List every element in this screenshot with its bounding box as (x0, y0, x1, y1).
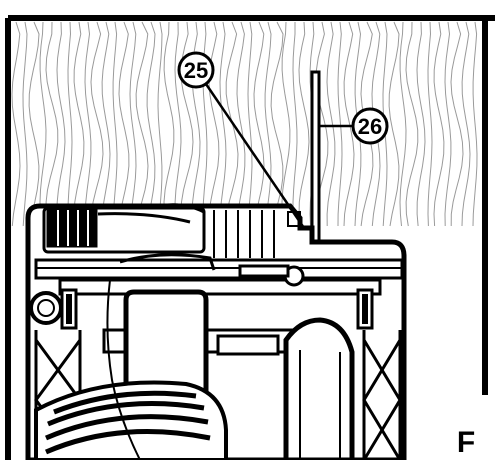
wood-grain-line (45, 21, 59, 227)
wood-grain-line (39, 21, 47, 227)
callout-25-leader (204, 83, 306, 229)
wood-grain-line (343, 21, 355, 227)
wood-grain-line (129, 21, 137, 227)
wood-board (11, 21, 481, 239)
wood-grain-line (292, 22, 298, 227)
wood-grain-line (236, 21, 246, 227)
wood-grain-line (405, 21, 419, 227)
saw-body (25, 203, 407, 460)
wood-grain-line (472, 21, 478, 227)
wood-grain-line (247, 21, 253, 227)
handle-ridges (45, 390, 211, 455)
callout-26-circle (351, 107, 389, 145)
wood-grain-line (444, 21, 452, 227)
wood-grain-line (90, 21, 104, 227)
wood-grain-line (298, 21, 310, 227)
wood-grain-lines (11, 21, 478, 227)
wood-grain-line (219, 21, 227, 227)
power-cord (106, 279, 141, 460)
wood-grain-line (281, 21, 291, 227)
wood-grain-line (67, 21, 73, 227)
pivot-latch (119, 253, 305, 287)
wood-grain-line (433, 21, 445, 227)
wood-grain-line (180, 21, 194, 227)
wood-grain-line (450, 21, 464, 227)
wood-grain-line (253, 21, 265, 227)
right-truss (362, 330, 402, 460)
straightedge (310, 70, 321, 244)
wood-grain-line (264, 21, 272, 227)
callout-25: 25 (177, 51, 215, 89)
wood-grain-line (22, 21, 28, 227)
callout-25-circle (177, 51, 215, 89)
wood-grain-line (73, 21, 85, 227)
wood-grain-line (157, 21, 163, 227)
wood-grain-line (388, 21, 400, 227)
callout-26-label: 26 (358, 114, 382, 139)
figure-letter: F (457, 426, 475, 459)
wood-grain-line (135, 21, 149, 227)
wood-grain-line (56, 21, 66, 227)
wood-grain-line (163, 21, 175, 227)
wood-grain-line (146, 21, 156, 227)
wood-grain-line (461, 21, 471, 227)
wood-grain-line (28, 21, 40, 227)
wood-grain-line (112, 21, 118, 227)
guard-cover (42, 203, 206, 254)
wood-grain-line (174, 21, 182, 227)
wood-grain-line (118, 21, 130, 227)
wood-grain-line (337, 21, 343, 227)
housing-slots (213, 210, 301, 258)
wood-grain-line (84, 21, 92, 227)
wood-grain-line (11, 21, 21, 227)
wood-grain-line (416, 21, 426, 227)
wood-board-area (11, 21, 481, 239)
depth-knob (29, 291, 63, 325)
wood-grain-line (208, 21, 220, 226)
frame (5, 15, 495, 460)
callout-25-label: 25 (184, 58, 208, 83)
motor-housing (283, 317, 355, 460)
wood-grain-line (326, 21, 336, 227)
wood-grain-line (427, 21, 433, 227)
wood-grain-line (399, 21, 407, 227)
callout-26: 26 (351, 107, 389, 145)
wood-grain-line (101, 21, 111, 227)
